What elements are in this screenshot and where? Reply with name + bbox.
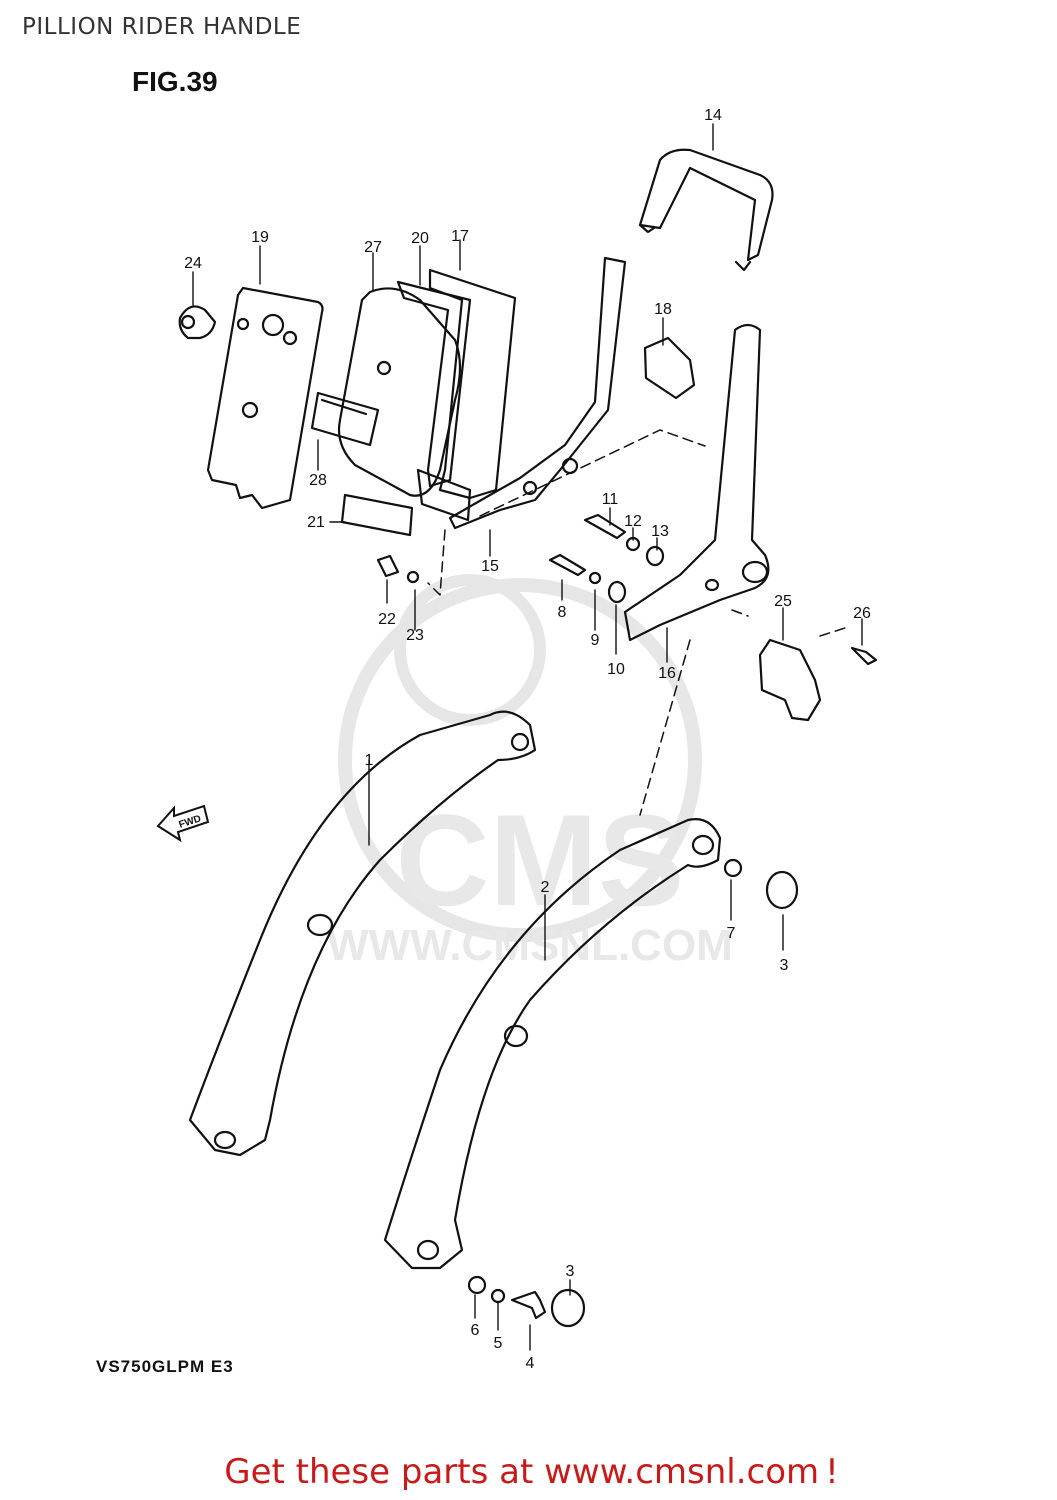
- watermark-seal: [338, 578, 702, 942]
- part-28-strap: [310, 391, 380, 447]
- part-1-grab-rail: [188, 710, 537, 1157]
- part-18-clip: [643, 336, 696, 400]
- callout-21: 21: [307, 514, 325, 531]
- part-21-pad: [340, 493, 414, 537]
- callout-3-upper: 3: [780, 957, 789, 974]
- part-6-washer: [467, 1275, 487, 1295]
- fwd-arrow-icon: FWD: [156, 804, 210, 843]
- cta-banner[interactable]: Get these parts at www.cmsnl.com!: [0, 1452, 1057, 1492]
- callout-8: 8: [558, 604, 567, 621]
- part-5-washer: [490, 1288, 506, 1304]
- part-19-cover: [206, 286, 324, 510]
- part-22-bolt: [376, 554, 400, 578]
- callout-7: 7: [727, 925, 736, 942]
- callout-23: 23: [406, 627, 424, 644]
- part-20-frame: [396, 280, 472, 488]
- callout-12: 12: [624, 513, 642, 530]
- callout-28: 28: [309, 472, 327, 489]
- callout-16: 16: [658, 665, 676, 682]
- callout-9: 9: [591, 632, 600, 649]
- callout-10: 10: [607, 661, 625, 678]
- page-title: PILLION RIDER HANDLE: [22, 14, 302, 40]
- callout-4: 4: [526, 1355, 535, 1372]
- callout-3-lower: 3: [566, 1263, 575, 1280]
- callout-15: 15: [481, 558, 499, 575]
- part-27-bag: [337, 287, 462, 497]
- figure-label: FIG.39: [132, 66, 218, 97]
- part-25-switch: [758, 638, 822, 722]
- part-23-washer: [406, 570, 420, 584]
- callout-14: 14: [704, 107, 722, 124]
- callout-20: 20: [411, 230, 429, 247]
- callout-24: 24: [184, 255, 202, 272]
- part-14-grab-handle: [638, 148, 774, 262]
- part-15-bracket: [448, 256, 627, 530]
- watermark-brand: CMS: [396, 787, 685, 933]
- part-7-nut: [723, 858, 743, 878]
- callout-6: 6: [471, 1322, 480, 1339]
- part-8-bolt: [548, 553, 587, 577]
- callout-17: 17: [451, 228, 469, 245]
- cta-mark: !: [825, 1452, 839, 1492]
- part-11-bolt: [583, 513, 627, 540]
- callout-18: 18: [654, 301, 672, 318]
- part-13-collar: [645, 545, 665, 567]
- callout-13: 13: [651, 523, 669, 540]
- part-3-cap-lower: [550, 1288, 586, 1328]
- callout-labels: 1 2 3 3 4 5 6 7 8 9 10 11 12 13 14 15 16…: [184, 107, 871, 1372]
- callout-26: 26: [853, 605, 871, 622]
- part-17-box: [428, 268, 517, 500]
- part-4-bolt: [510, 1290, 547, 1320]
- callout-22: 22: [378, 611, 396, 628]
- part-10-collar: [607, 580, 627, 604]
- part-3-cap-upper: [765, 870, 799, 910]
- watermark: CMS WWW.CMSNL.COM: [327, 574, 733, 970]
- part-9-washer: [588, 571, 602, 585]
- callout-1: 1: [365, 752, 374, 769]
- part-2-grab-rail: [383, 818, 722, 1270]
- callout-2: 2: [541, 879, 550, 896]
- callout-11: 11: [602, 491, 619, 508]
- callout-27: 27: [364, 239, 382, 256]
- model-code: VS750GLPM E3: [96, 1357, 234, 1376]
- cta-text[interactable]: Get these parts at www.cmsnl.com: [224, 1452, 820, 1492]
- callout-25: 25: [774, 593, 792, 610]
- part-16-backrest-bar: [623, 323, 770, 642]
- callout-19: 19: [251, 229, 269, 246]
- callout-5: 5: [494, 1335, 503, 1352]
- part-26-screw: [850, 646, 878, 666]
- part-24-grommet: [178, 305, 217, 340]
